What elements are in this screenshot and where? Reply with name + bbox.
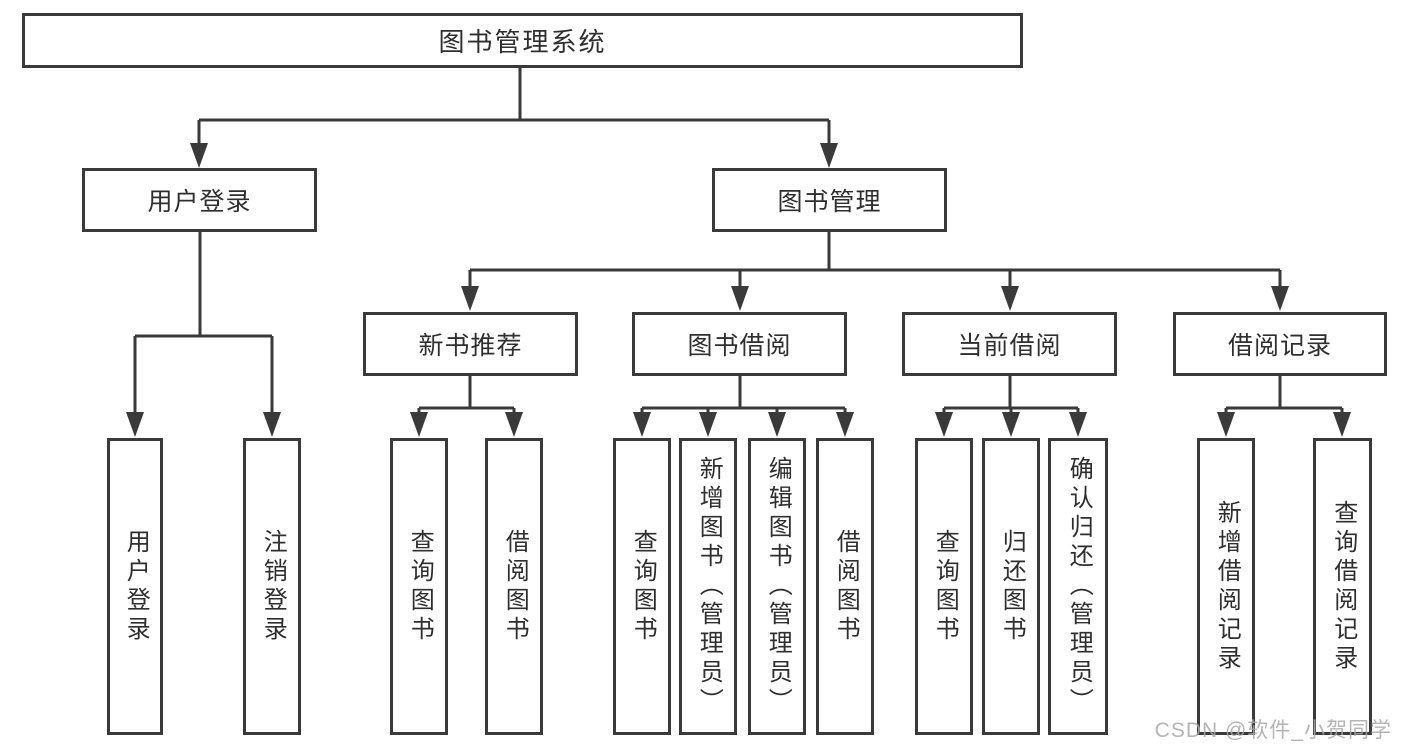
arrow-to-book-management <box>820 143 838 168</box>
arrow-to-leaf-user-login <box>126 412 144 437</box>
arrow-to-leaf-add-book <box>699 412 717 437</box>
node-book-borrow: 图书借阅 <box>632 312 847 376</box>
node-current-borrow: 当前借阅 <box>902 312 1117 376</box>
arrow-to-new-book-recommend <box>461 286 479 311</box>
connector-book-management-bus <box>468 232 1282 288</box>
arrow-to-leaf-edit-book <box>768 412 786 437</box>
leaf-query-borrow-record: 查询借阅记录 <box>1313 438 1372 735</box>
node-root-system: 图书管理系统 <box>22 13 1023 68</box>
node-new-book-recommend: 新书推荐 <box>363 312 578 376</box>
leaf-add-borrow-record: 新增借阅记录 <box>1197 438 1255 735</box>
node-book-management: 图书管理 <box>712 168 947 232</box>
arrow-to-leaf-borrow-books-2 <box>836 412 854 437</box>
leaf-logout: 注销登录 <box>243 438 301 735</box>
connector-current-borrow-bus <box>942 376 1080 414</box>
arrow-to-book-borrow <box>731 286 749 311</box>
node-borrow-records: 借阅记录 <box>1173 312 1387 376</box>
connector-new-book-recommend-bus <box>417 376 516 414</box>
connector-root-bus <box>197 68 831 145</box>
connector-borrow-records-bus <box>1224 376 1344 414</box>
leaf-user-login: 用户登录 <box>107 438 163 735</box>
arrow-to-user-login <box>190 143 208 168</box>
leaf-edit-book-admin: 编辑图书（管理员） <box>748 438 806 735</box>
leaf-query-books-borrow: 查询图书 <box>613 438 671 735</box>
connector-user-login-bus <box>133 232 274 414</box>
arrow-to-leaf-return-book <box>1002 412 1020 437</box>
leaf-confirm-return-admin: 确认归还（管理员） <box>1048 438 1108 735</box>
leaf-return-book: 归还图书 <box>982 438 1040 735</box>
arrow-to-leaf-confirm-return <box>1069 412 1087 437</box>
arrow-to-leaf-query-borrow-record <box>1333 412 1351 437</box>
leaf-borrow-books: 借阅图书 <box>816 438 874 735</box>
leaf-query-books-current: 查询图书 <box>915 438 973 735</box>
arrow-to-leaf-borrow-books-1 <box>505 412 523 437</box>
arrowheads <box>126 143 1351 437</box>
connector-book-borrow-bus <box>640 376 847 414</box>
leaf-query-books-recommend: 查询图书 <box>390 438 448 735</box>
arrow-to-leaf-query-books-3 <box>935 412 953 437</box>
node-user-login: 用户登录 <box>82 168 317 232</box>
arrow-to-current-borrow <box>1001 286 1019 311</box>
arrow-to-leaf-query-books-2 <box>633 412 651 437</box>
arrow-to-borrow-records <box>1271 286 1289 311</box>
arrow-to-leaf-logout <box>263 412 281 437</box>
csdn-watermark: CSDN @软件_小贺同学 <box>1154 719 1392 742</box>
leaf-add-book-admin: 新增图书（管理员） <box>679 438 737 735</box>
arrow-to-leaf-add-borrow-record <box>1217 412 1235 437</box>
leaf-borrow-books-recommend: 借阅图书 <box>485 438 543 735</box>
arrow-to-leaf-query-books-1 <box>410 412 428 437</box>
